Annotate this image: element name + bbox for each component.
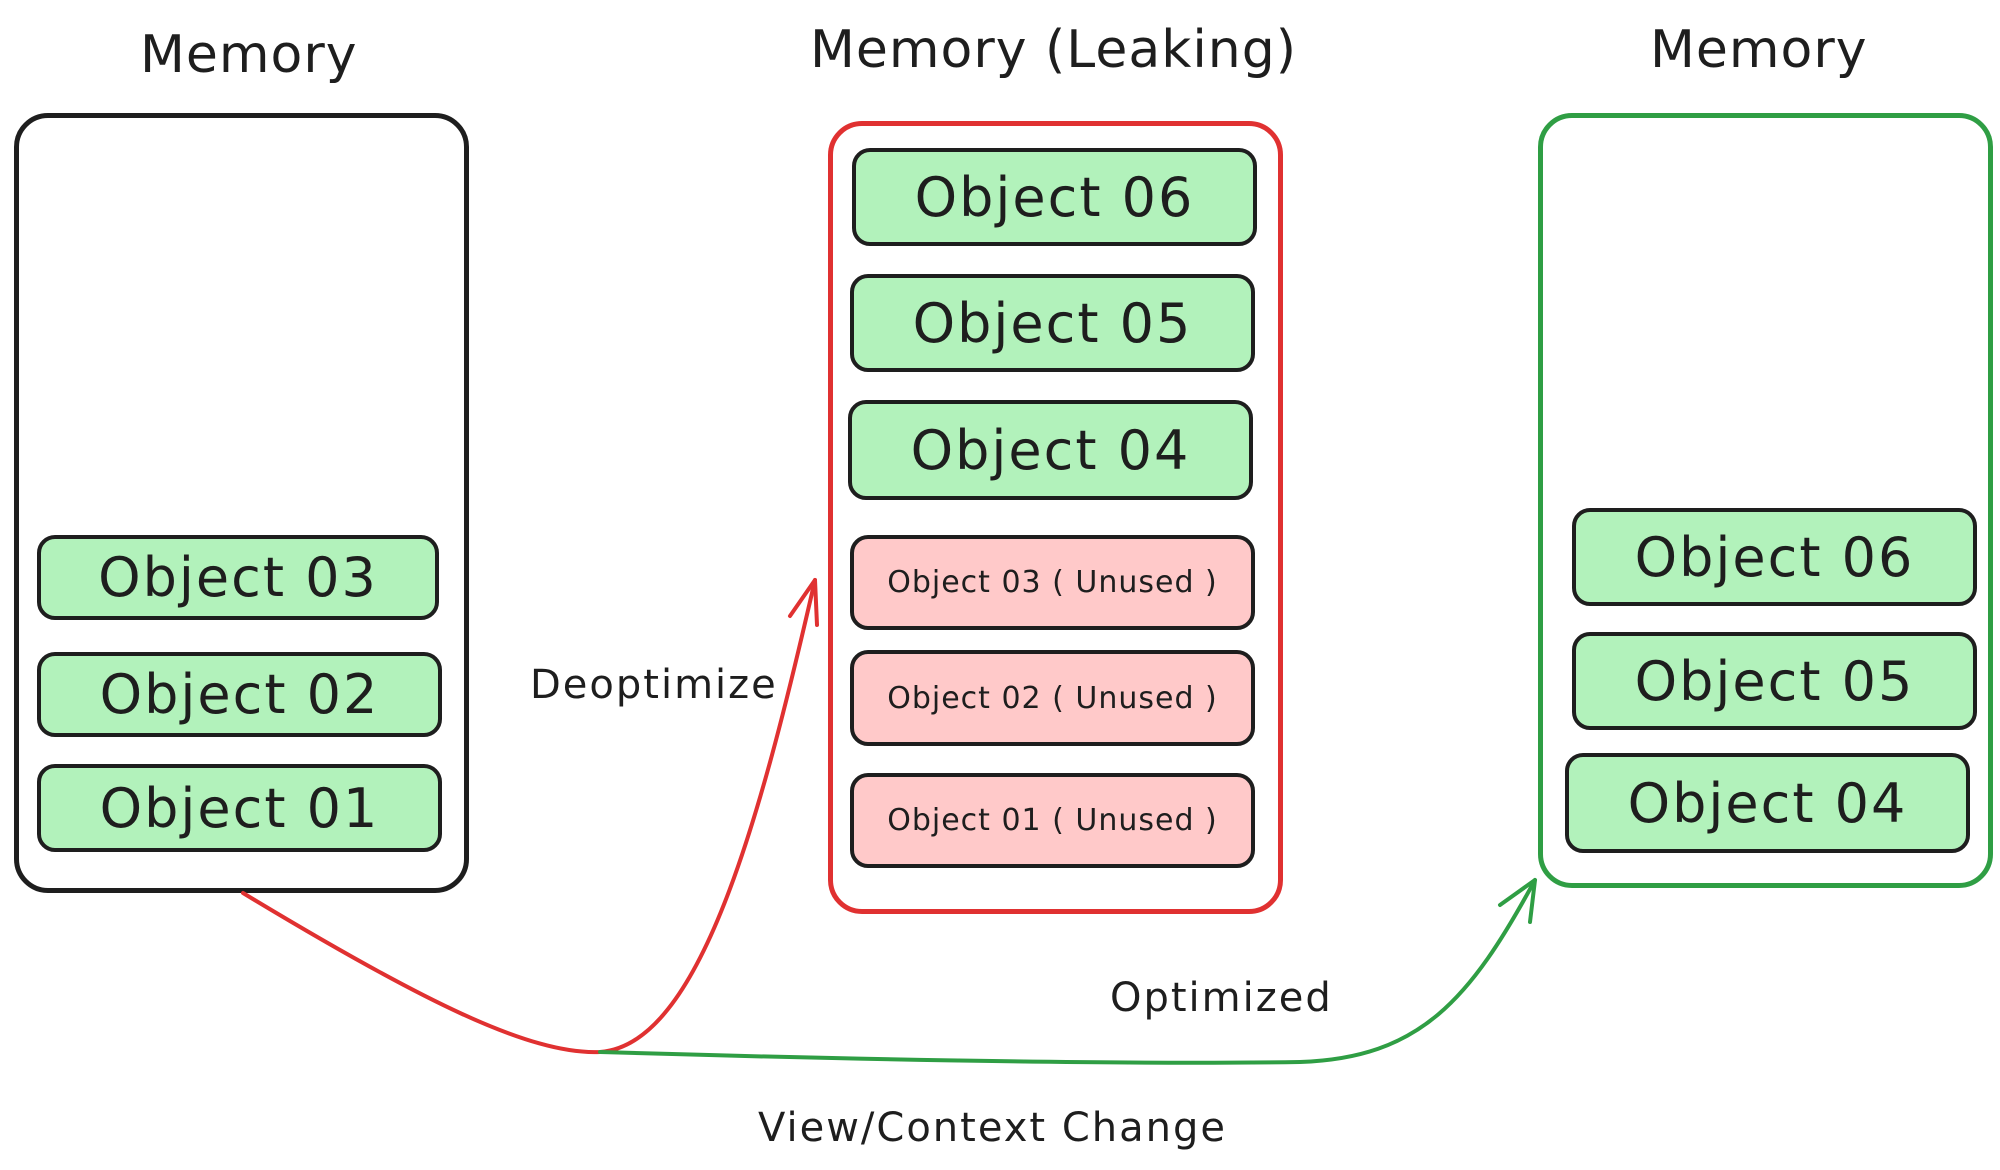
deoptimize-arrowhead	[788, 578, 819, 627]
object-03-unused: Object 03 ( Unused )	[850, 535, 1255, 630]
object-01-unused: Object 01 ( Unused )	[850, 773, 1255, 868]
memory-panel-optimized	[1538, 113, 1993, 888]
deoptimize-label: Deoptimize	[530, 662, 778, 708]
memory-panel-left	[14, 113, 469, 893]
object-04-optimized: Object 04	[1565, 753, 1970, 853]
object-06: Object 06	[852, 148, 1257, 246]
object-04: Object 04	[848, 400, 1253, 500]
memory-panel-leaking	[828, 121, 1283, 914]
deoptimize-arrow	[241, 578, 817, 1055]
object-02: Object 02	[37, 652, 442, 737]
object-05-optimized: Object 05	[1572, 632, 1977, 730]
object-02-unused: Object 02 ( Unused )	[850, 650, 1255, 746]
object-01: Object 01	[37, 764, 442, 852]
object-03: Object 03	[37, 535, 439, 620]
object-06-optimized: Object 06	[1572, 508, 1977, 606]
optimized-label: Optimized	[1110, 975, 1333, 1021]
memory-title-leaking: Memory (Leaking)	[810, 20, 1298, 80]
optimized-arrowhead	[1498, 878, 1537, 924]
optimized-arrow	[598, 878, 1537, 1065]
view-context-change-label: View/Context Change	[758, 1105, 1227, 1151]
memory-title-left: Memory	[140, 25, 358, 85]
memory-title-right: Memory	[1650, 20, 1868, 80]
object-05: Object 05	[850, 274, 1255, 372]
